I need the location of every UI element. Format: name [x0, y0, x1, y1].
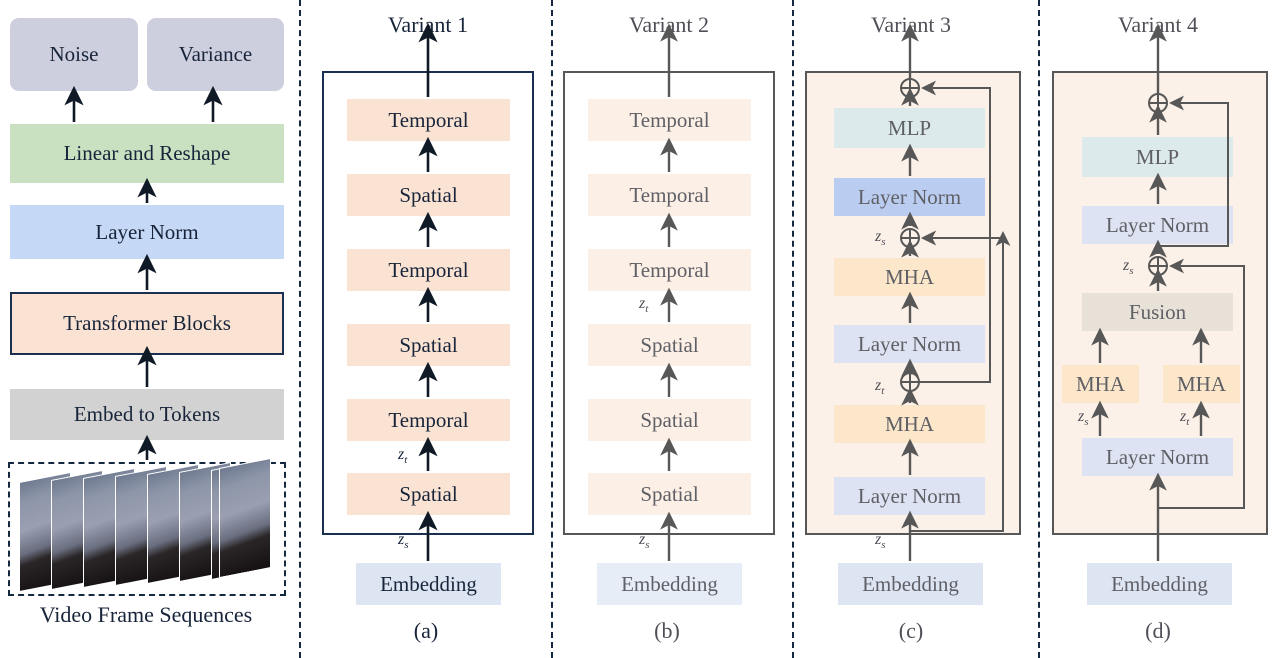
- block-embed-to-tokens: Embed to Tokens: [10, 389, 284, 440]
- variant-4-title: Variant 4: [1117, 12, 1199, 37]
- variant-2-block-3-label: Spatial: [640, 332, 699, 357]
- block-transformer-blocks-label: Transformer Blocks: [63, 311, 231, 335]
- divider-3: [792, 0, 794, 658]
- variant-2-embedding-label: Embedding: [621, 571, 718, 596]
- variant-1-embedding-label: Embedding: [380, 571, 477, 596]
- variant-4-caption: (d): [1145, 618, 1171, 643]
- variant-4-block-mlp: MLP: [1082, 137, 1233, 177]
- block-embed-to-tokens-label: Embed to Tokens: [73, 402, 221, 426]
- variant-1-z-t-label: zt: [398, 446, 408, 467]
- variant-3-block-layer-norm-1-label: Layer Norm: [857, 184, 962, 209]
- variant-2-z-s-label: zs: [639, 531, 650, 552]
- variant-1-caption: (a): [413, 618, 439, 643]
- variant-1-block-0: Temporal: [347, 99, 510, 141]
- variant-3-block-mha-2-label: MHA: [884, 411, 934, 436]
- variant-4-block-mha-left: MHA: [1062, 365, 1139, 403]
- variant-3-z-s-label: zs: [875, 228, 886, 249]
- divider-1: [299, 0, 301, 658]
- variant-1-block-1: Spatial: [347, 174, 510, 216]
- variant-3-block-layer-norm-1: Layer Norm: [834, 178, 985, 216]
- variant-2-block-0: Temporal: [588, 99, 751, 141]
- block-linear-and-reshape: Linear and Reshape: [10, 124, 284, 183]
- variant-3-embedding: Embedding: [838, 563, 983, 605]
- variant-1-block-5-label: Spatial: [399, 481, 458, 506]
- variant-1-embedding: Embedding: [356, 563, 501, 605]
- variant-2-block-4-label: Spatial: [640, 407, 699, 432]
- variant-3-block-layer-norm-2-label: Layer Norm: [857, 331, 962, 356]
- block-noise: Noise: [10, 18, 138, 91]
- variant-2-embedding: Embedding: [597, 563, 742, 605]
- variant-4-block-mlp-label: MLP: [1135, 144, 1180, 169]
- variant-1-block-1-label: Spatial: [399, 182, 458, 207]
- variant-4-block-layer-norm-1: Layer Norm: [1082, 206, 1233, 244]
- variant-3-block-layer-norm-3: Layer Norm: [834, 477, 985, 515]
- variant-4-embedding: Embedding: [1087, 563, 1232, 605]
- variant-2-block-1: Temporal: [588, 174, 751, 216]
- variant-3-z-t-label: zt: [875, 377, 885, 398]
- variant-1-block-0-label: Temporal: [388, 107, 469, 132]
- variant-2-block-5: Spatial: [588, 473, 751, 515]
- variant-3-title: Variant 3: [870, 12, 952, 37]
- variant-4-z-t-label: zt: [1180, 408, 1190, 429]
- variant-1-block-2-label: Temporal: [388, 257, 469, 282]
- variant-2-z-t-label: zt: [639, 295, 649, 316]
- variant-4-block-fusion: Fusion: [1082, 293, 1233, 331]
- variant-3-block-mlp: MLP: [834, 108, 985, 148]
- variant-3-block-layer-norm-2: Layer Norm: [834, 325, 985, 363]
- variant-2-block-5-label: Spatial: [640, 481, 699, 506]
- variant-1-block-3-label: Spatial: [399, 332, 458, 357]
- variant-2-block-1-label: Temporal: [629, 182, 710, 207]
- divider-4: [1038, 0, 1040, 658]
- variant-4-block-mha-right-label: MHA: [1176, 371, 1226, 396]
- variant-2-block-3: Spatial: [588, 324, 751, 366]
- variant-4-z-s-label: zs: [1078, 408, 1089, 429]
- variant-3-z-in-label: zs: [875, 531, 886, 552]
- variant-2-block-0-label: Temporal: [629, 107, 710, 132]
- variant-3-block-mha-1-label: MHA: [884, 264, 934, 289]
- variant-1-block-3: Spatial: [347, 324, 510, 366]
- variant-4-block-layer-norm-2-label: Layer Norm: [1105, 444, 1210, 469]
- block-layer-norm-left: Layer Norm: [10, 205, 284, 259]
- variant-3-block-mha-1: MHA: [834, 258, 985, 296]
- block-layer-norm-left-label: Layer Norm: [95, 219, 199, 244]
- variant-3-caption: (c): [898, 618, 924, 643]
- variant-2-title: Variant 2: [628, 12, 710, 37]
- video-frame-caption: Video Frame Sequences: [39, 602, 253, 627]
- variant-4-block-layer-norm-1-label: Layer Norm: [1105, 212, 1210, 237]
- variant-1-z-s-label: zs: [398, 531, 409, 552]
- variant-1-block-4: Temporal: [347, 399, 510, 441]
- variant-2-block-4: Spatial: [588, 399, 751, 441]
- variant-4-block-fusion-label: Fusion: [1128, 299, 1187, 324]
- video-frame-stack: [8, 459, 282, 592]
- variant-2-block-2: Temporal: [588, 249, 751, 291]
- variant-3-block-layer-norm-3-label: Layer Norm: [857, 483, 962, 508]
- variant-1-block-4-label: Temporal: [388, 407, 469, 432]
- variant-1-block-5: Spatial: [347, 473, 510, 515]
- divider-2: [551, 0, 553, 658]
- variant-4-block-layer-norm-2: Layer Norm: [1082, 438, 1233, 476]
- block-variance-label: Variance: [178, 42, 253, 66]
- variant-3-block-mlp-label: MLP: [887, 115, 932, 140]
- variant-1-block-2: Temporal: [347, 249, 510, 291]
- block-transformer-blocks: Transformer Blocks: [10, 292, 284, 355]
- variant-2-block-2-label: Temporal: [629, 257, 710, 282]
- variant-1-title: Variant 1: [387, 12, 469, 37]
- variant-2-caption: (b): [654, 618, 680, 643]
- variant-4-block-mha-left-label: MHA: [1075, 371, 1125, 396]
- variant-4-z-sum-label: zs: [1123, 257, 1134, 278]
- variant-4-block-mha-right: MHA: [1163, 365, 1240, 403]
- variant-3-block-mha-2: MHA: [834, 405, 985, 443]
- variant-3-embedding-label: Embedding: [862, 571, 959, 596]
- variant-4-embedding-label: Embedding: [1111, 571, 1208, 596]
- block-noise-label: Noise: [49, 42, 99, 66]
- video-frame-box: [8, 462, 286, 596]
- block-linear-and-reshape-label: Linear and Reshape: [63, 141, 231, 165]
- block-variance: Variance: [147, 18, 284, 91]
